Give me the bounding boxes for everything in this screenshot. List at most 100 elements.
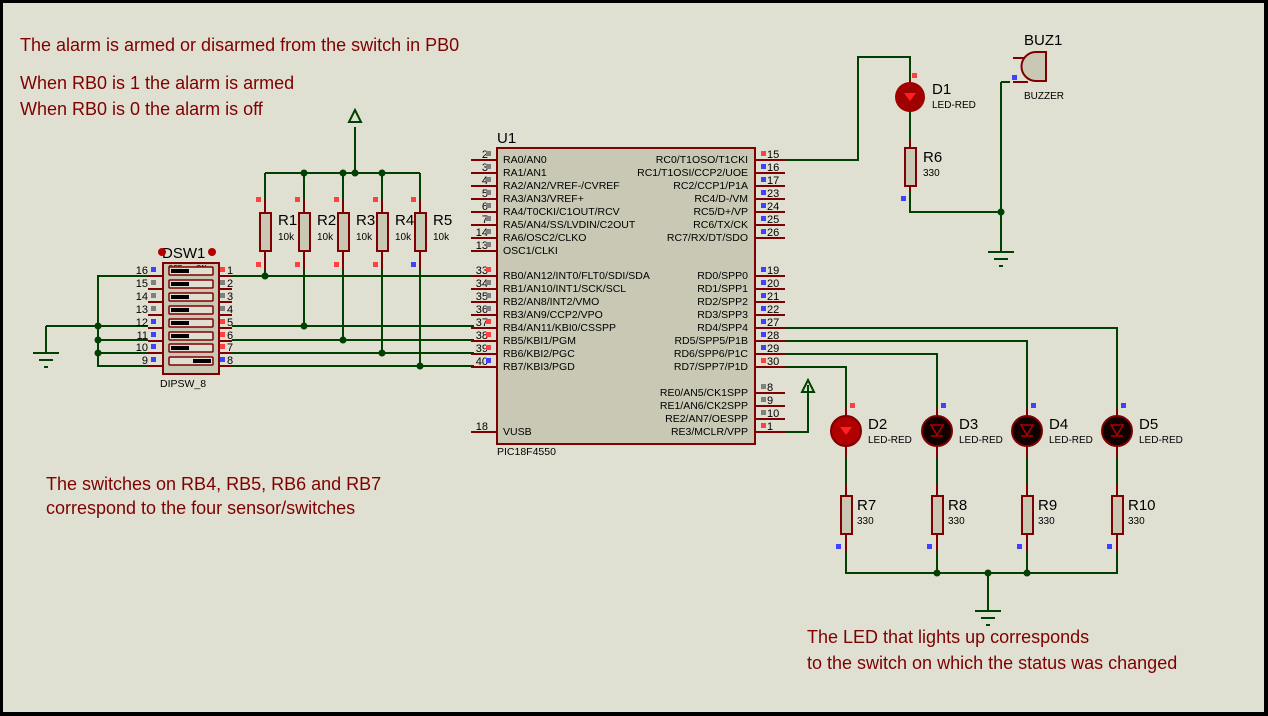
pin-state-marker xyxy=(411,262,416,267)
rd6-wire xyxy=(785,353,938,408)
vcc-terminal-re3[interactable] xyxy=(800,377,816,393)
resistor-value: 330 xyxy=(857,516,874,527)
pin-name: RE2/AN7/OESPP xyxy=(665,413,748,425)
pin-number: 40 xyxy=(476,356,488,368)
ground-terminal-leds[interactable] xyxy=(975,610,1001,626)
ground-terminal-left[interactable] xyxy=(33,352,59,368)
resistor-body xyxy=(1111,495,1124,535)
alarm-circuit: D1 LED-RED R6 330 BUZ1 BUZZER xyxy=(895,32,1064,201)
pin-number: 23 xyxy=(767,188,779,200)
resistor-r6[interactable]: R6 330 xyxy=(901,140,942,201)
switch-knob xyxy=(171,334,189,338)
pin-number: 33 xyxy=(476,265,488,277)
pin-number: 29 xyxy=(767,343,779,355)
pin-name: RC6/TX/CK xyxy=(693,219,748,231)
diode-icon xyxy=(904,93,916,101)
led-ground-bus-wire xyxy=(845,551,1118,574)
led-ref: D2 xyxy=(868,416,887,433)
pin-name: VUSB xyxy=(503,426,532,438)
ground-terminal-buzzer[interactable] xyxy=(988,251,1014,267)
pin-name: RD1/SPP1 xyxy=(697,283,748,295)
pin-state-marker xyxy=(151,306,156,311)
pin-state-marker xyxy=(761,267,766,272)
resistor-body xyxy=(298,212,311,252)
pin-state-marker xyxy=(941,403,946,408)
mcu-pin-rd3[interactable]: 22 RD3/SPP3 xyxy=(697,304,785,321)
pin-number: 22 xyxy=(767,304,779,316)
pin-number: 35 xyxy=(476,291,488,303)
led-d1[interactable]: D1 LED-RED xyxy=(895,73,976,112)
pin-name: RA3/AN3/VREF+ xyxy=(503,193,584,205)
pin-state-marker xyxy=(901,196,906,201)
power-arrow-icon xyxy=(347,107,363,123)
pin-state-marker xyxy=(486,280,491,285)
pin-number: 4 xyxy=(227,304,233,316)
vcc-terminal-top[interactable] xyxy=(347,107,363,123)
pin-number: 26 xyxy=(767,227,779,239)
pin-name: RD3/SPP3 xyxy=(697,309,748,321)
buzzer-buz1[interactable]: BUZ1 BUZZER xyxy=(1012,32,1064,102)
led-part: LED-RED xyxy=(1139,435,1183,446)
